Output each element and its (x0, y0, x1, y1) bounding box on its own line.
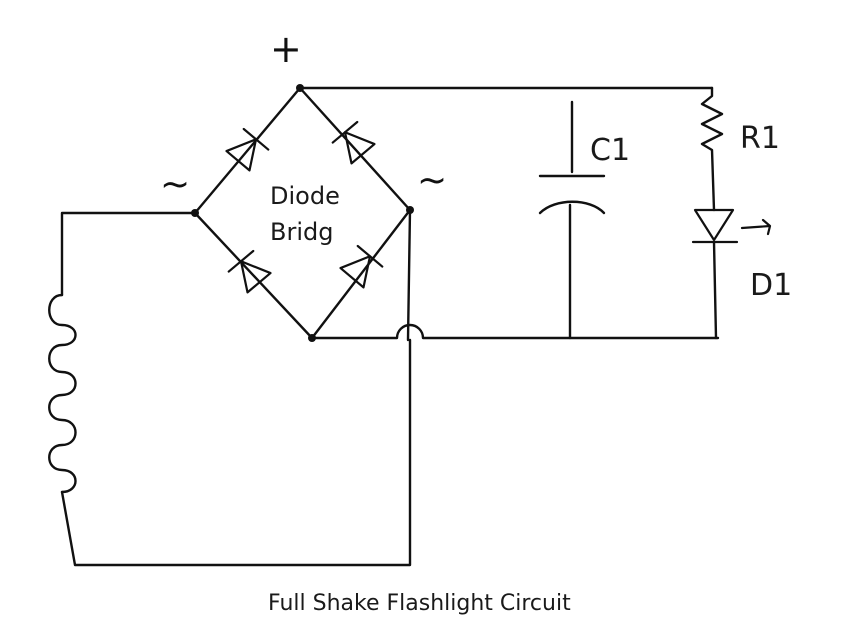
diode-bridge (193, 86, 412, 340)
led-label: D1 (750, 268, 792, 303)
ac-right-wire (406, 208, 412, 342)
negative-rail (310, 323, 720, 340)
figure-caption: Full Shake Flashlight Circuit (268, 591, 571, 616)
bridge-diode-bottom-left (227, 249, 272, 294)
ac-right-label: ~ (417, 160, 447, 201)
bridge-diode-top-left (225, 127, 270, 172)
ac-left-label: ~ (160, 164, 190, 205)
resistor-label: R1 (740, 121, 780, 156)
node-ac-left (191, 209, 199, 217)
bridge-label-line1: Diode (270, 182, 340, 210)
inductor-coil (48, 211, 412, 567)
bridge-diode-top-right (331, 120, 376, 165)
bridge-label-line2: Bridg (270, 218, 333, 246)
capacitor-c1 (538, 100, 606, 340)
resistor-r1 (700, 86, 724, 212)
positive-terminal-label: + (270, 27, 302, 71)
led-d1 (691, 208, 772, 340)
capacitor-label: C1 (590, 133, 630, 168)
bridge-diode-bottom-right (339, 244, 384, 289)
